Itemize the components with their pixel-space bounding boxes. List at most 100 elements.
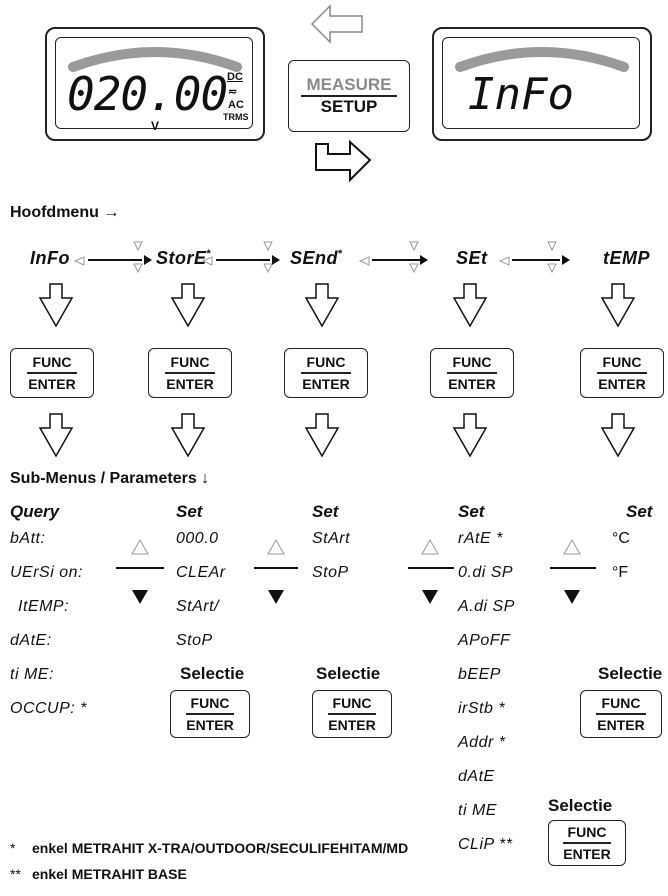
menu-item-store: StorE* [156, 248, 211, 269]
back-arrow-icon [310, 4, 363, 44]
select-label: Selectie [598, 664, 663, 683]
func-label: FUNC [452, 354, 492, 371]
sub-menu-label: Sub-Menus / Parameters ↓ [10, 470, 210, 487]
menu-item-temp: tEMP [603, 248, 650, 269]
column-header: Set [312, 502, 339, 521]
menu-item-code: SEnd [290, 248, 339, 268]
param-item: 0.di SP [458, 564, 514, 581]
menu-item-info: InFo [30, 248, 70, 269]
enter-label: ENTER [598, 375, 646, 392]
display-unit: V [151, 119, 160, 133]
param-item: OCCUP: * [10, 700, 87, 717]
func-enter-button[interactable]: FUNC ENTER [430, 348, 514, 398]
param-item: ti ME: [10, 666, 54, 683]
sub-connectors [116, 538, 596, 604]
left-display-inner [55, 37, 253, 129]
footnote-mark: ** [10, 866, 21, 882]
param-item: irStb * [458, 700, 506, 717]
func-enter-button[interactable]: FUNC ENTER [148, 348, 232, 398]
display-value: 020.00 [67, 67, 228, 121]
right-display: InFo [432, 27, 652, 141]
func-enter-button[interactable]: FUNC ENTER [284, 348, 368, 398]
menu-item-code: InFo [30, 248, 70, 268]
dc-indicator: DC [227, 71, 243, 83]
display-text: InFo [468, 69, 574, 120]
param-item: ti ME [458, 802, 497, 819]
param-item: CLEAr [176, 564, 226, 581]
func-label: FUNC [601, 695, 641, 712]
param-item: dAtE [458, 768, 495, 785]
func-label: FUNC [190, 695, 230, 712]
press-arrow-row-2 [38, 413, 636, 458]
ac-indicator: AC [228, 99, 244, 111]
param-item: bEEP [458, 666, 501, 683]
column-header: Query [10, 502, 60, 521]
menu-item-send: SEnd* [290, 248, 343, 269]
param-item: ItEMP: [18, 598, 70, 615]
enter-label: ENTER [302, 375, 350, 392]
left-display: 020.00 V DC ≂ AC TRMS [45, 27, 265, 141]
param-item: StoP [176, 632, 213, 649]
trms-indicator: TRMS [223, 112, 249, 122]
display-arc [68, 47, 242, 72]
measure-label: MEASURE [306, 75, 392, 95]
right-display-inner [442, 37, 640, 129]
select-label: Selectie [316, 664, 381, 683]
func-enter-button[interactable]: FUNC ENTER [580, 348, 664, 398]
func-enter-button[interactable]: FUNC ENTER [170, 690, 250, 738]
menu-item-mark: * [206, 248, 212, 260]
enter-label: ENTER [186, 716, 234, 733]
enter-label: ENTER [597, 716, 645, 733]
menu-item-set: SEt [456, 248, 488, 269]
param-item: APoFF [458, 632, 511, 649]
footnote-mark: * [10, 840, 16, 856]
func-enter-button[interactable]: FUNC ENTER [548, 820, 626, 866]
func-label: FUNC [306, 354, 346, 371]
param-item: °C [612, 530, 630, 547]
func-enter-button[interactable]: FUNC ENTER [312, 690, 392, 738]
param-item: StoP [312, 564, 349, 581]
func-label: FUNC [170, 354, 210, 371]
setup-label: SETUP [320, 96, 378, 116]
param-item: rAtE * [458, 530, 503, 547]
forward-arrow-icon [315, 139, 372, 183]
param-item: bAtt: [10, 530, 46, 547]
param-item: StArt/ [176, 598, 220, 615]
footnote-text: enkel METRAHIT X-TRA/OUTDOOR/SECULIFEHIT… [32, 840, 409, 856]
enter-label: ENTER [166, 375, 214, 392]
select-label: Selectie [180, 664, 245, 683]
select-label: Selectie [548, 796, 613, 815]
param-item: °F [612, 564, 629, 581]
func-label: FUNC [332, 695, 372, 712]
param-item: A.di SP [458, 598, 515, 615]
func-enter-button[interactable]: FUNC ENTER [580, 690, 662, 738]
enter-label: ENTER [448, 375, 496, 392]
menu-item-code: StorE [156, 248, 207, 268]
footnote: * enkel METRAHIT X-TRA/OUTDOOR/SECULIFEHI… [10, 840, 408, 856]
param-item: StArt [312, 530, 351, 547]
enter-label: ENTER [28, 375, 76, 392]
func-label: FUNC [602, 354, 642, 371]
enter-label: ENTER [563, 845, 611, 862]
menu-connectors [73, 241, 570, 274]
column-header: Set [626, 502, 653, 521]
func-enter-button[interactable]: FUNC ENTER [10, 348, 94, 398]
display-arc [455, 47, 629, 72]
press-arrow-row-1 [38, 283, 636, 328]
param-item: Addr * [458, 734, 506, 751]
menu-item-code: tEMP [603, 248, 650, 268]
func-label: FUNC [32, 354, 72, 371]
enter-label: ENTER [328, 716, 376, 733]
footnote-text: enkel METRAHIT BASE [32, 866, 187, 882]
column-header: Set [458, 502, 485, 521]
param-item: UErSi on: [10, 564, 83, 581]
main-menu-label: Hoofdmenu → [10, 204, 120, 221]
measure-setup-key[interactable]: MEASURE SETUP [288, 60, 410, 132]
param-item: dAtE: [10, 632, 52, 649]
param-item: 000.0 [176, 530, 219, 547]
menu-item-mark: * [338, 248, 343, 260]
param-item: CLiP ** [458, 836, 513, 853]
func-label: FUNC [567, 824, 607, 841]
menu-item-code: SEt [456, 248, 488, 268]
footnote: ** enkel METRAHIT BASE [10, 866, 187, 882]
